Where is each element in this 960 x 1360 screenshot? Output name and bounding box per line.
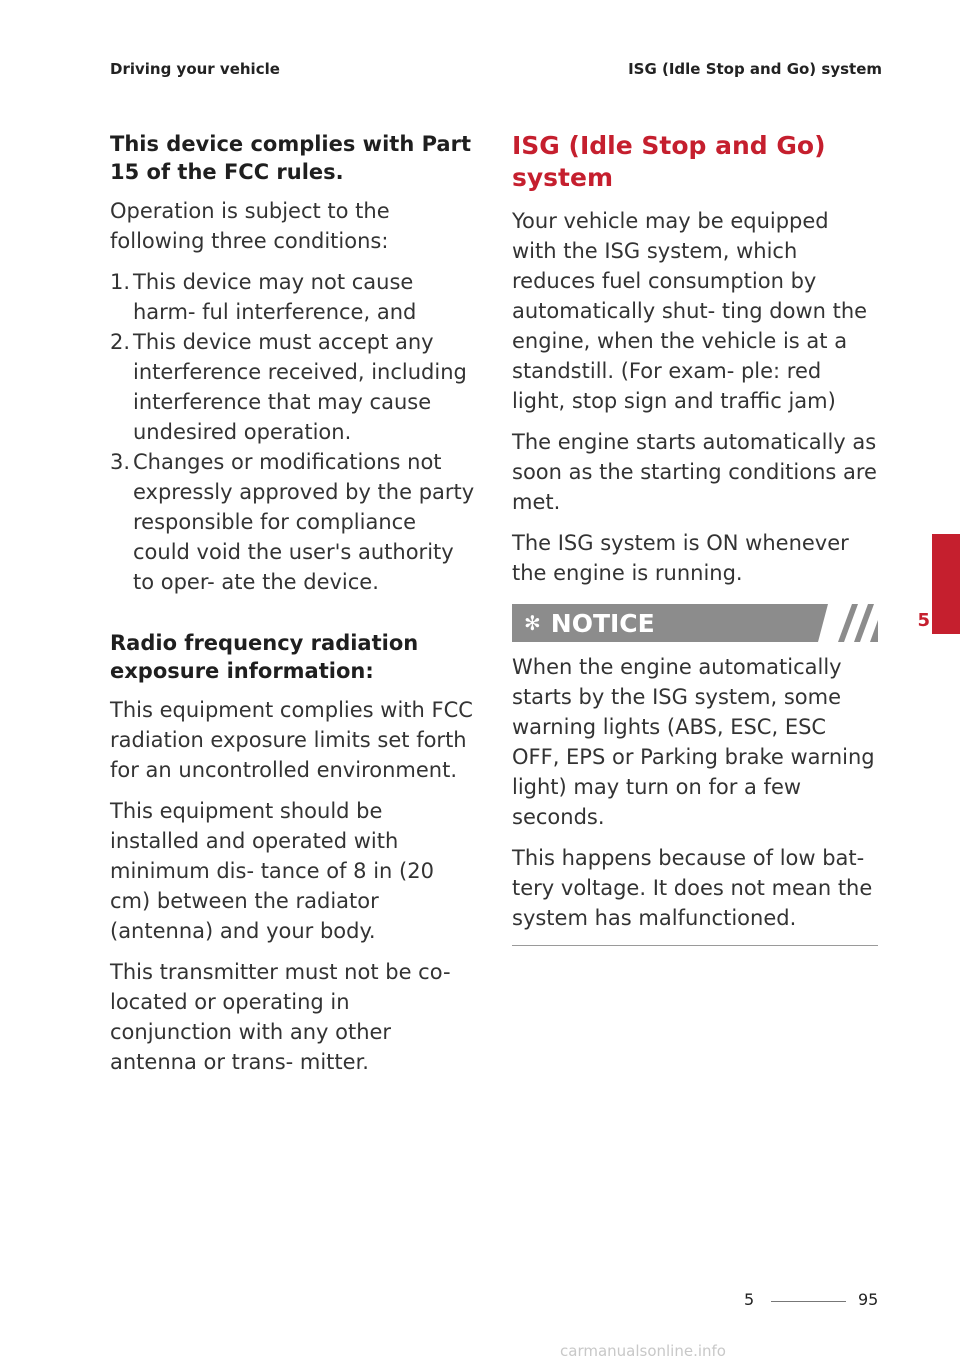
notice-paragraph-1: When the engine automatically starts by … xyxy=(512,655,875,829)
notice-paragraph-2: This happens because of low bat- tery vo… xyxy=(512,846,873,930)
chapter-tab-number: 5 xyxy=(917,610,930,631)
rf-heading: Radio frequency radiation exposure infor… xyxy=(110,631,419,683)
rf-paragraph-2: This equipment should be installed and o… xyxy=(110,799,434,943)
footer-chapter: 5 xyxy=(744,1290,755,1309)
asterisk-icon: ✻ xyxy=(524,611,541,635)
chapter-tab xyxy=(932,534,960,634)
isg-paragraph-3: The ISG system is ON whenever the engine… xyxy=(512,531,849,585)
section-title: ISG (Idle Stop and Go) system xyxy=(512,131,826,192)
running-header-left: Driving your vehicle xyxy=(110,60,280,78)
fcc-intro: Operation is subject to the following th… xyxy=(110,199,390,253)
slash-stripes-icon xyxy=(818,604,878,642)
watermark: carmanualsonline.info xyxy=(560,1342,726,1360)
notice-bar: ✻ NOTICE xyxy=(512,604,878,642)
isg-paragraph-1: Your vehicle may be equipped with the IS… xyxy=(512,209,868,413)
running-header-right: ISG (Idle Stop and Go) system xyxy=(628,60,882,78)
left-column: This device complies with Part 15 of the… xyxy=(110,130,476,1088)
list-item: 3.Changes or modifications not expressly… xyxy=(110,450,475,594)
notice-end-rule xyxy=(512,945,878,946)
list-item: 2.This device must accept any interferen… xyxy=(110,330,467,444)
notice-label: NOTICE xyxy=(550,608,655,638)
fcc-heading: This device complies with Part 15 of the… xyxy=(110,132,471,184)
rf-paragraph-1: This equipment complies with FCC radiati… xyxy=(110,698,473,782)
rf-paragraph-3: This transmitter must not be co- located… xyxy=(110,960,451,1074)
conditions-list: 1.This device may not cause harm- ful in… xyxy=(110,267,476,597)
footer-divider xyxy=(771,1301,846,1302)
isg-paragraph-2: The engine starts automatically as soon … xyxy=(512,430,877,514)
right-column: ISG (Idle Stop and Go) system Your vehic… xyxy=(512,130,878,946)
list-item: 1.This device may not cause harm- ful in… xyxy=(110,270,417,324)
page-number: 95 xyxy=(858,1290,879,1309)
